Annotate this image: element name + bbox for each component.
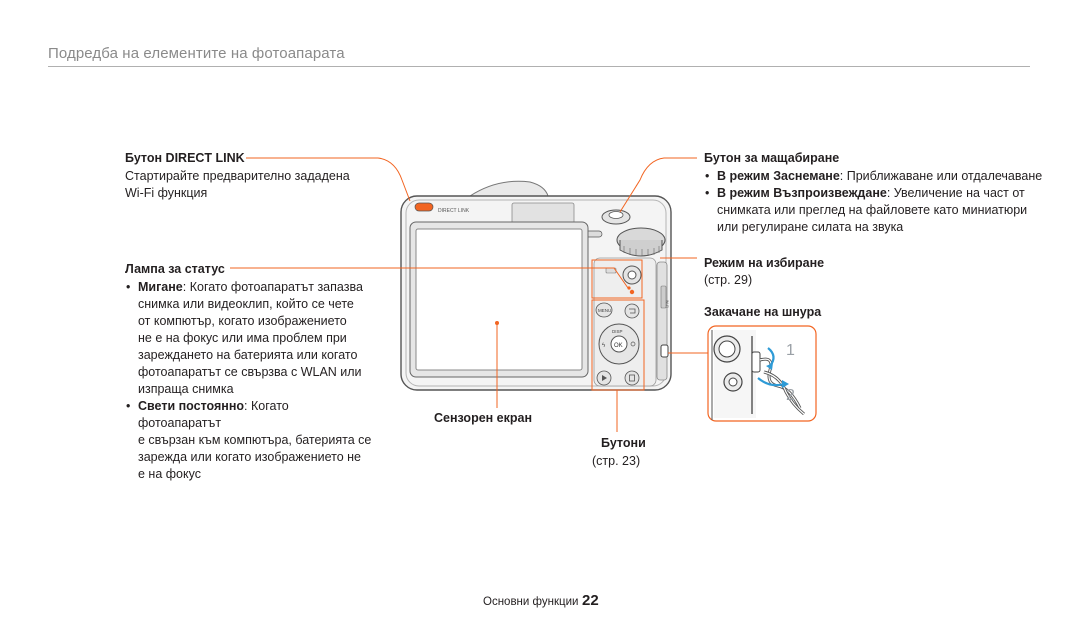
lcd-screen bbox=[415, 228, 583, 371]
direct-link-text: DIRECT LINK bbox=[438, 208, 470, 214]
direct-link-button-title: Бутон DIRECT LINK bbox=[125, 151, 245, 165]
direct-link-description: Стартирайте предварително зададена Wi-Fi… bbox=[125, 168, 350, 202]
menu-button-label: MENU bbox=[598, 308, 611, 313]
direct-link-desc-line2: Wi-Fi функция bbox=[125, 186, 208, 200]
strap-step-2-label: 2 bbox=[786, 387, 795, 404]
strap-title: Закачане на шнура bbox=[704, 305, 822, 319]
mode-dial-title: Режим на избиране bbox=[704, 256, 825, 270]
strap-inset-illustration: 1 2 bbox=[711, 330, 805, 420]
status-lamp-blinking-item: Мигане: Когато фотоапаратът запазваснимк… bbox=[125, 279, 375, 398]
ok-button-label: OK bbox=[614, 343, 623, 349]
direct-link-button-shape bbox=[414, 202, 434, 212]
zoom-playback-mode-item: В режим Възпроизвеждане: Увеличение на ч… bbox=[704, 185, 1044, 236]
disp-button-label: DISP bbox=[612, 329, 623, 334]
camera-top-hump bbox=[468, 180, 549, 197]
mode-dial-page-ref: (стр. 29) bbox=[704, 273, 753, 287]
strap-eyelet-shape bbox=[660, 344, 669, 358]
direct-link-desc-line1: Стартирайте предварително зададена bbox=[125, 169, 350, 183]
wifi-side-label: Wi-Fi bbox=[665, 300, 669, 308]
touch-screen-title: Сензорен екран bbox=[434, 411, 533, 425]
status-lamp-shape bbox=[629, 289, 635, 295]
header-divider bbox=[48, 66, 1030, 67]
page-number: 22 bbox=[582, 592, 599, 609]
buttons-page-ref: (стр. 23) bbox=[592, 454, 641, 468]
buttons-title: Бутони bbox=[601, 436, 646, 450]
status-lamp-title: Лампа за статус bbox=[125, 262, 225, 276]
strap-step-1-label: 1 bbox=[786, 342, 795, 359]
status-lamp-list: Мигане: Когато фотоапаратът запазваснимк… bbox=[125, 279, 375, 483]
footer-section-name: Основни функции bbox=[483, 596, 579, 608]
page-section-title: Подредба на елементите на фотоапарата bbox=[48, 45, 345, 62]
zoom-shooting-mode-item: В режим Заснемане: Приближаване или отда… bbox=[704, 168, 1044, 185]
zoom-button-list: В режим Заснемане: Приближаване или отда… bbox=[704, 168, 1044, 236]
zoom-button-title: Бутон за мащабиране bbox=[704, 151, 840, 165]
svg-text:ϟ: ϟ bbox=[602, 343, 606, 349]
